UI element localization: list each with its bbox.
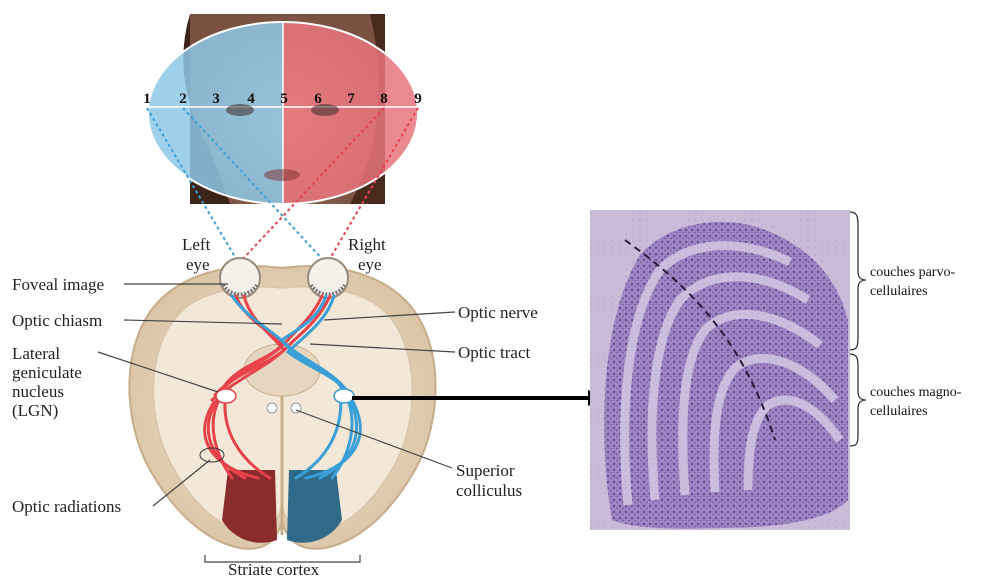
layer-braces [850, 212, 866, 446]
lgn-right [334, 389, 354, 403]
field-number-4: 4 [247, 91, 255, 107]
field-number-3: 3 [212, 91, 220, 107]
parvo-label-1: couches parvo- [870, 265, 955, 280]
visual-field-numbers: 1 2 3 4 5 6 7 8 9 [143, 91, 422, 107]
lgn-left [216, 389, 236, 403]
face-mouth [264, 169, 300, 181]
field-number-6: 6 [314, 91, 322, 107]
left-eye-label-2: eye [186, 255, 210, 274]
histology-labels: couches parvo- cellulaires couches magno… [870, 265, 962, 419]
foveal-image-label: Foveal image [12, 275, 104, 294]
optic-radiations-label: Optic radiations [12, 497, 121, 516]
lgn-label-1: Lateral [12, 344, 60, 363]
field-number-7: 7 [347, 91, 355, 107]
field-number-2: 2 [179, 91, 187, 107]
field-number-8: 8 [380, 91, 388, 107]
magno-label-2: cellulaires [870, 404, 928, 419]
superior-colliculus-label-2: colliculus [456, 481, 522, 500]
optic-tract-label: Optic tract [458, 343, 530, 362]
optic-nerve-label: Optic nerve [458, 303, 538, 322]
lgn-label-2: geniculate [12, 363, 82, 382]
lgn-label-3: nucleus [12, 382, 64, 401]
colliculus-left [267, 403, 277, 413]
right-eyeball [308, 258, 348, 298]
right-eye-label-1: Right [348, 235, 386, 254]
field-number-5: 5 [280, 91, 288, 107]
field-number-9: 9 [414, 91, 422, 107]
superior-colliculus-label-1: Superior [456, 461, 515, 480]
brain-section [129, 266, 435, 549]
left-eyeball [220, 258, 260, 298]
right-eye-label-2: eye [358, 255, 382, 274]
parvo-label-2: cellulaires [870, 284, 928, 299]
optic-chiasm-label: Optic chiasm [12, 311, 102, 330]
field-number-1: 1 [143, 91, 151, 107]
right-visual-field [283, 22, 418, 204]
left-eye-label-1: Left [182, 235, 211, 254]
lgn-label-4: (LGN) [12, 401, 58, 420]
lgn-histology-image [590, 210, 850, 530]
striate-cortex-label: Striate cortex [228, 560, 320, 577]
magno-label-1: couches magno- [870, 385, 962, 400]
magno-brace [850, 354, 866, 446]
left-visual-field [148, 22, 283, 204]
parvo-brace [850, 212, 866, 350]
